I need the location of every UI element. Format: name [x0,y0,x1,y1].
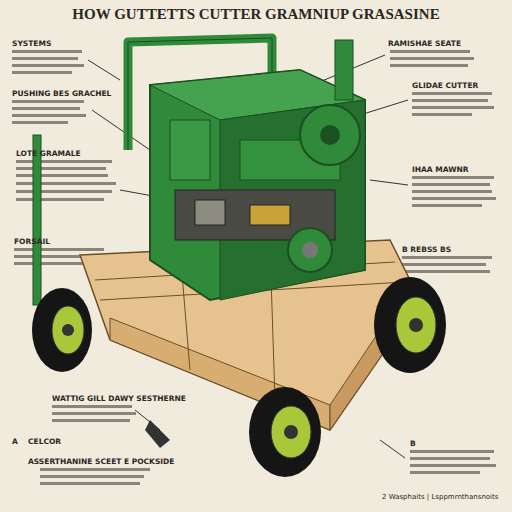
part-label: LOTE GRAMALE [16,150,81,158]
part-label: ASSERTHANINE SCEET E POCKSIDE [28,458,174,466]
part-label: PUSHING BES GRACHEL [12,90,111,98]
part-label: FORSAIL [14,238,50,246]
wheels [32,277,446,477]
part-label: CELCOR [28,438,61,446]
part-label: WATTIG GILL DAWY SESTHERNE [52,395,186,403]
part-label: GLIDAE CUTTER [412,82,478,90]
text-lines [12,50,496,485]
part-label: B REBSS BS [402,246,451,254]
part-label: RAMISHAE SEATE [388,40,461,48]
title: HOW GUTTETTS CUTTER GRAMNIUP GRASASINE [0,6,512,23]
part-label: B [410,440,416,448]
part-label: 2 Wasphaits | Lsppmrnthansnoits [382,494,498,502]
part-label: A [12,438,18,446]
part-label: SYSTEMS [12,40,51,48]
part-label: IHAA MAWNR [412,166,469,174]
